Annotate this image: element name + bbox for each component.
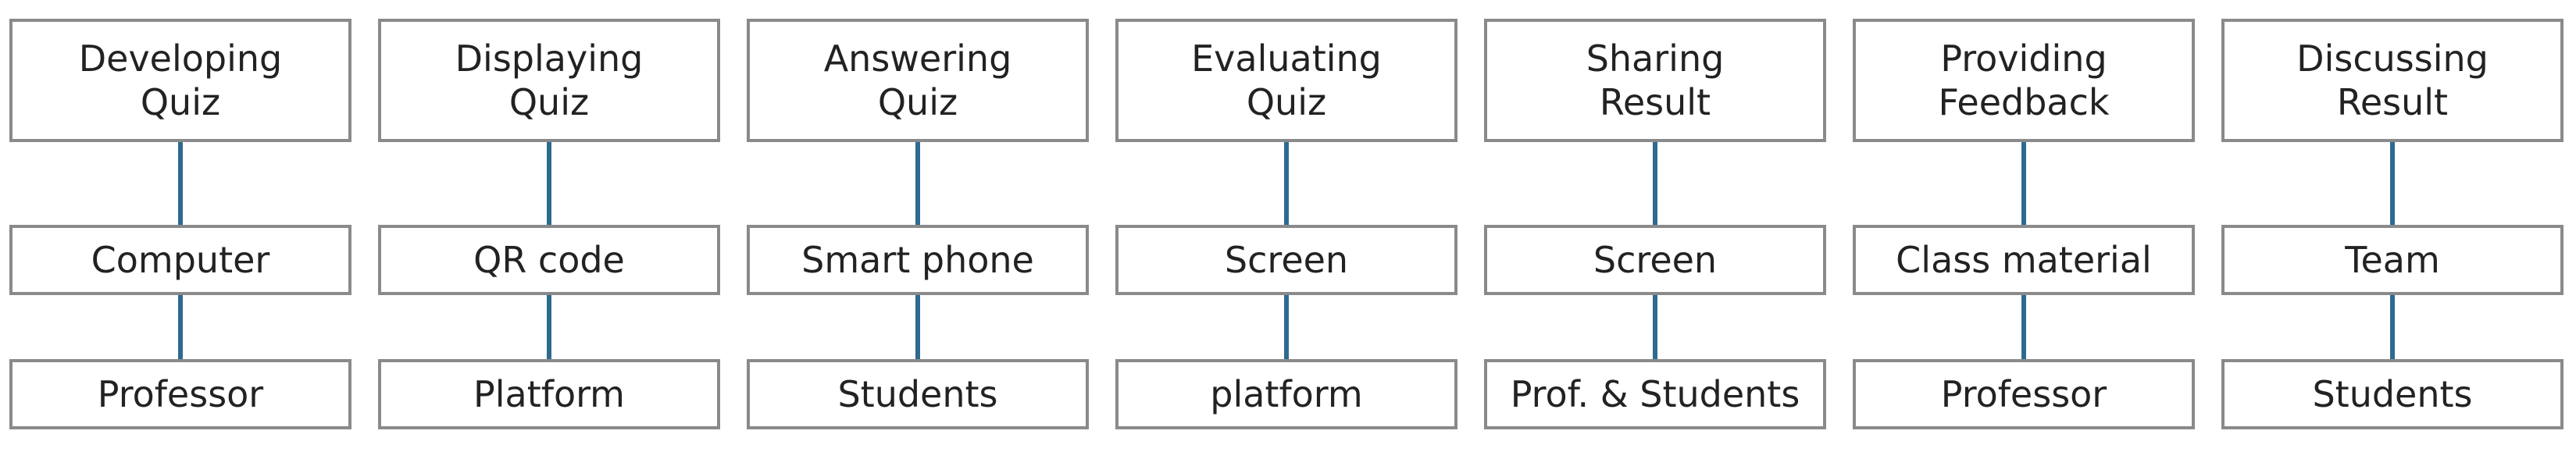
connector-line [2021,295,2026,359]
tool-box: Screen [1484,225,1826,295]
process-column-evaluating: Evaluating Quiz Screen platform [1115,0,1461,452]
actor-box: Platform [378,359,720,429]
stage-box: Providing Feedback [1853,19,2195,142]
connector-line [178,142,183,225]
process-column-answering: Answering Quiz Smart phone Students [747,0,1092,452]
stage-box: Displaying Quiz [378,19,720,142]
connector-line [178,295,183,359]
actor-box: Students [747,359,1089,429]
stage-box: Answering Quiz [747,19,1089,142]
actor-box: Students [2221,359,2564,429]
tool-box: Computer [9,225,351,295]
stage-box: Developing Quiz [9,19,351,142]
connector-line [915,142,920,225]
connector-line [2021,142,2026,225]
connector-line [1653,142,1657,225]
tool-box: Team [2221,225,2564,295]
actor-box: Prof. & Students [1484,359,1826,429]
actor-box: platform [1115,359,1457,429]
stage-box: Discussing Result [2221,19,2564,142]
connector-line [2390,295,2395,359]
process-column-providing: Providing Feedback Class material Profes… [1853,0,2198,452]
process-column-sharing: Sharing Result Screen Prof. & Students [1484,0,1829,452]
connector-line [2390,142,2395,225]
connector-line [1653,295,1657,359]
process-column-developing: Developing Quiz Computer Professor [9,0,355,452]
stage-box: Sharing Result [1484,19,1826,142]
connector-line [547,295,551,359]
tool-box: Class material [1853,225,2195,295]
connector-line [1284,295,1289,359]
connector-line [547,142,551,225]
connector-line [915,295,920,359]
stage-box: Evaluating Quiz [1115,19,1457,142]
tool-box: Screen [1115,225,1457,295]
connector-line [1284,142,1289,225]
actor-box: Professor [9,359,351,429]
tool-box: QR code [378,225,720,295]
tool-box: Smart phone [747,225,1089,295]
actor-box: Professor [1853,359,2195,429]
process-column-discussing: Discussing Result Team Students [2221,0,2567,452]
process-column-displaying: Displaying Quiz QR code Platform [378,0,723,452]
